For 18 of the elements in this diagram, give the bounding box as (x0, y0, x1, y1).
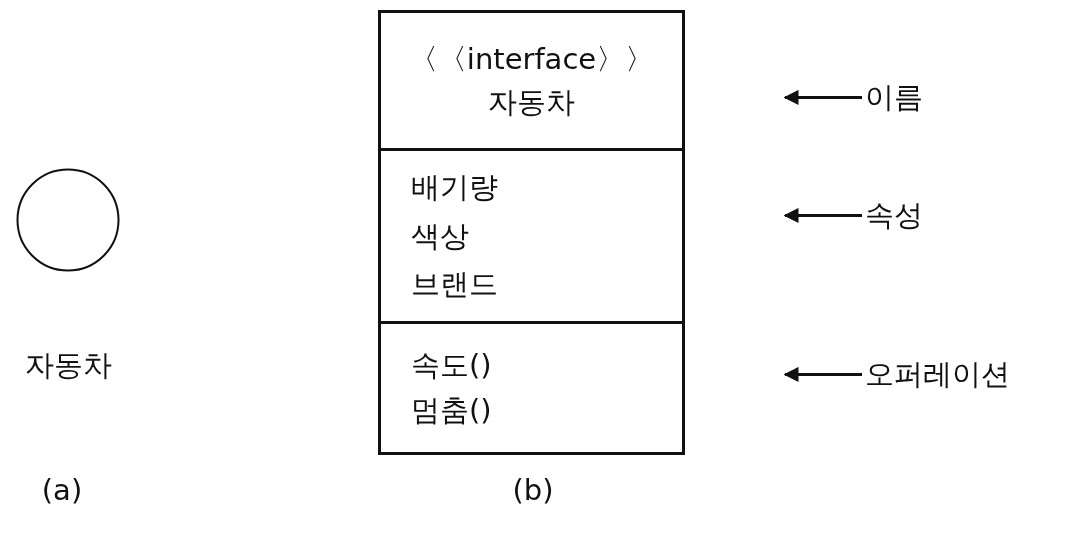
class-name-text: 자동차 (488, 84, 575, 120)
arrow (783, 89, 862, 105)
callout-label: 속성 (865, 198, 923, 233)
panel-label: (b) (512, 473, 554, 508)
circle-node (16, 168, 120, 272)
arrow (783, 207, 862, 223)
node-caption: 자동차 (24, 348, 112, 383)
member-text: 색상 (411, 218, 469, 254)
class-box (378, 10, 685, 455)
member-text: 브랜드 (411, 267, 498, 303)
panel-label: (a) (41, 473, 83, 508)
member-text: 멈춤() (411, 393, 492, 428)
class-name-text: 〈〈interface〉〉 (408, 41, 655, 77)
member-text: 배기량 (411, 169, 498, 205)
callout-label: 이름 (865, 80, 923, 115)
arrow (783, 366, 862, 382)
callout-label: 오퍼레이션 (865, 357, 1010, 392)
member-text: 속도() (411, 348, 492, 383)
